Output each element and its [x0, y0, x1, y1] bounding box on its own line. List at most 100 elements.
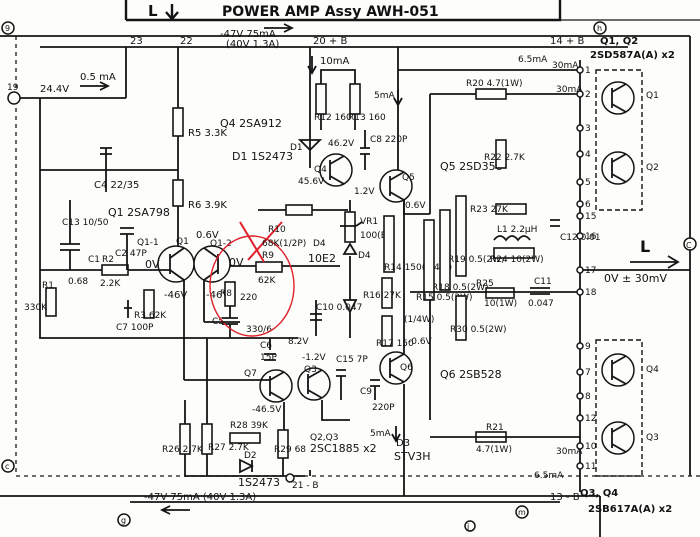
r1-label: R1 — [42, 281, 54, 291]
c4-label: C4 22/35 — [94, 180, 139, 191]
pin-terminal-16 — [576, 232, 584, 240]
output-transistors-top-label: Q1, Q2 2SD587A(A) x2 — [590, 36, 675, 61]
r25-value: 10(1W) — [484, 299, 517, 309]
pin-terminal-12 — [576, 414, 584, 422]
c2-label: C2 47P — [115, 249, 147, 259]
r10-value: 68K(1/2P) — [262, 239, 306, 249]
svg-text:Q1, Q2: Q1, Q2 — [600, 36, 638, 47]
input-filter: C13 10/50 C1 0.68 R1 330K R2 2.2K C2 47P… — [24, 200, 167, 333]
c11-label: C11 — [534, 277, 552, 287]
pin-terminal-17 — [576, 266, 584, 274]
r5-label: R5 3.3K — [188, 128, 227, 139]
c9-label: C9 — [360, 387, 372, 397]
q1-type: Q1 2SA798 — [108, 206, 170, 219]
pin-3: 3 — [585, 124, 591, 134]
r15-label: R15 0.5(2W) — [416, 293, 473, 303]
r27-label: R27 2.7K — [208, 443, 250, 453]
pin-terminal-18 — [576, 288, 584, 296]
v12-label: 1.2V — [354, 187, 375, 197]
r29-label: R29 68 — [274, 445, 306, 455]
pin-terminal-7 — [576, 368, 584, 376]
v06-label: 0.6V — [196, 230, 219, 241]
pin-terminal-5 — [576, 178, 584, 186]
q23-type: 2SC1885 x2 — [310, 442, 377, 455]
input-voltage: 24.4V — [40, 84, 69, 95]
connector-g — [117, 513, 131, 527]
r21-label: R21 — [486, 423, 504, 433]
r1-value: 330K — [24, 303, 48, 313]
d1-type: D1 1S2473 — [232, 150, 293, 163]
d3-type: STV3H — [394, 450, 431, 463]
d4-caption: D4 — [313, 239, 326, 249]
pin-6: 6 — [585, 200, 591, 210]
q4-label: Q4 — [314, 165, 327, 175]
pin-17: 17 — [585, 266, 596, 276]
connector-j-label: j — [466, 522, 469, 531]
q1q2-top-current: 30mA — [552, 61, 579, 71]
r23-label: R23 27K — [470, 205, 509, 215]
output-transistor-box-bottom: Q4 Q3 — [595, 339, 659, 477]
output-terminal: L 0V ± 30mV — [580, 237, 690, 285]
q1-2-label: Q1-2 — [210, 239, 232, 249]
v462-label: 46.2V — [328, 139, 355, 149]
v-46-left: -46V — [164, 290, 187, 301]
q34-b-current: 30mA — [556, 447, 583, 457]
current-source: C6 15P Q7 -46.5V Q3 8.2V -1.2V C15 7P Q2… — [184, 321, 377, 455]
connector-top-left-label: 9 — [5, 24, 10, 33]
pin-terminal-1 — [576, 66, 584, 74]
q12-current: 10mA — [320, 56, 349, 67]
current-arrow-icon — [264, 23, 295, 33]
connector-c-right — [683, 237, 697, 251]
c1-label: C1 — [88, 255, 100, 265]
output-offset: 0V ± 30mV — [604, 272, 667, 285]
r14-label: R14 150(1/4W) — [384, 263, 452, 273]
pin-terminal-6 — [576, 200, 584, 208]
pin-5: 5 — [585, 178, 591, 188]
l1-label: L1 2.2µH — [497, 225, 537, 235]
r9-label: R9 — [262, 251, 274, 261]
header: L POWER AMP Assy AWH-051 — [148, 2, 439, 21]
q6-driver: Q6 Q6 2SB528 C9 220P 5mA D3 STV3H — [360, 200, 502, 496]
r25-label: R25 — [476, 279, 494, 289]
r12-label: R12 160 — [314, 113, 352, 123]
q6-type: Q6 2SB528 — [440, 368, 502, 381]
d2-type: 1S2473 — [238, 476, 280, 489]
v06c-label: 0.6V — [405, 201, 426, 211]
q6-label: Q6 — [400, 363, 413, 373]
connector-h-label: h — [597, 24, 602, 33]
c6-label: C6 — [260, 341, 272, 351]
pin-1: 1 — [585, 66, 591, 76]
r6-label: R6 3.9K — [188, 200, 227, 211]
pin-11: 11 — [585, 462, 596, 472]
q1-label: Q1 — [176, 237, 189, 247]
top-supply-current: -47V 75mA — [220, 29, 276, 40]
pin-8: 8 — [585, 392, 591, 402]
q5-type: Q5 2SD358 — [440, 160, 503, 173]
q23-label: Q2,Q3 — [310, 433, 338, 443]
d4-label: D4 — [358, 251, 371, 261]
pin-terminal-2 — [576, 90, 584, 98]
node-23: 23 — [130, 36, 143, 47]
vr1-label: VR1 — [360, 217, 378, 227]
r2-value: 2.2K — [100, 279, 121, 289]
bottom-supply-label: -47V 75mA (40V 1.3A) — [144, 492, 256, 503]
channel-label-top: L — [148, 2, 158, 20]
pin-terminal-9 — [576, 342, 584, 350]
connector-m-label: m — [518, 508, 526, 517]
input-current: 0.5 mA — [80, 72, 116, 83]
q7-label: Q7 — [244, 369, 257, 379]
r26-label: R26 2.7K — [162, 445, 204, 455]
pin-16: 16 — [585, 232, 597, 242]
c8-label: C8 220P — [370, 135, 408, 145]
pin-terminal-8 — [576, 392, 584, 400]
pos-node-right: 14 + B — [550, 36, 584, 47]
output-transistors-bottom-type: 2SB617A(A) x2 — [588, 504, 672, 515]
v82-label: 8.2V — [288, 337, 309, 347]
c1-value: 0.68 — [68, 277, 88, 287]
connector-h — [593, 21, 607, 35]
r17-b: (1/4W) — [404, 315, 434, 325]
bias-section: VR1 100(B) D4 D4 10E2 R14 150(1/4W) R16 … — [308, 200, 452, 349]
ot-q1-label: Q1 — [646, 91, 659, 101]
